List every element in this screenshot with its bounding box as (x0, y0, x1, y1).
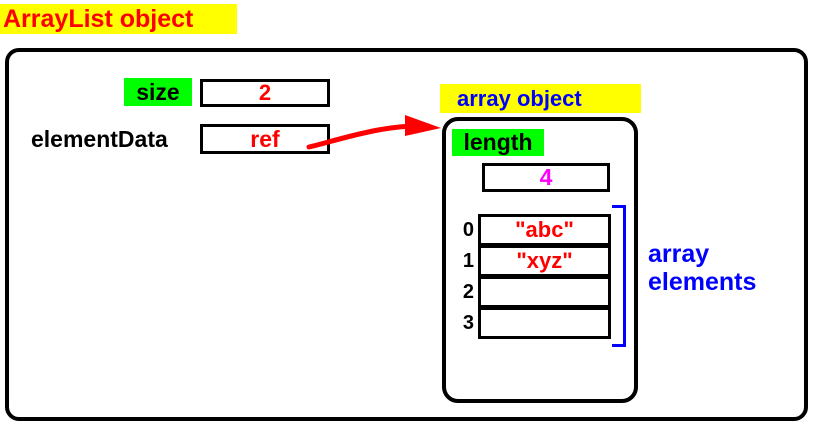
array-object-title-banner: array object (440, 84, 641, 113)
array-cell: "abc" (478, 214, 611, 246)
array-elements-label: array elements (648, 240, 757, 296)
arraylist-object-box (5, 48, 808, 421)
length-field-label: length (452, 129, 544, 156)
array-elements-bracket (612, 205, 626, 347)
array-cells-group: 0"abc"1"xyz"2 3 (463, 214, 611, 339)
array-index-label: 3 (462, 312, 474, 334)
elementdata-field-value-box: ref (200, 124, 330, 154)
array-cell (478, 307, 611, 339)
length-field-value-box: 4 (482, 163, 610, 192)
array-object-box (442, 117, 638, 403)
size-field-label: size (124, 78, 192, 106)
array-cell: "xyz" (478, 245, 611, 277)
array-index-label: 2 (462, 281, 474, 303)
array-index-label: 1 (462, 250, 474, 272)
size-field-value-box: 2 (200, 79, 330, 107)
elementdata-field-label: elementData (31, 125, 168, 152)
array-cell (478, 276, 611, 308)
arraylist-object-title-banner: ArrayList object (0, 4, 237, 34)
array-index-label: 0 (462, 219, 474, 241)
